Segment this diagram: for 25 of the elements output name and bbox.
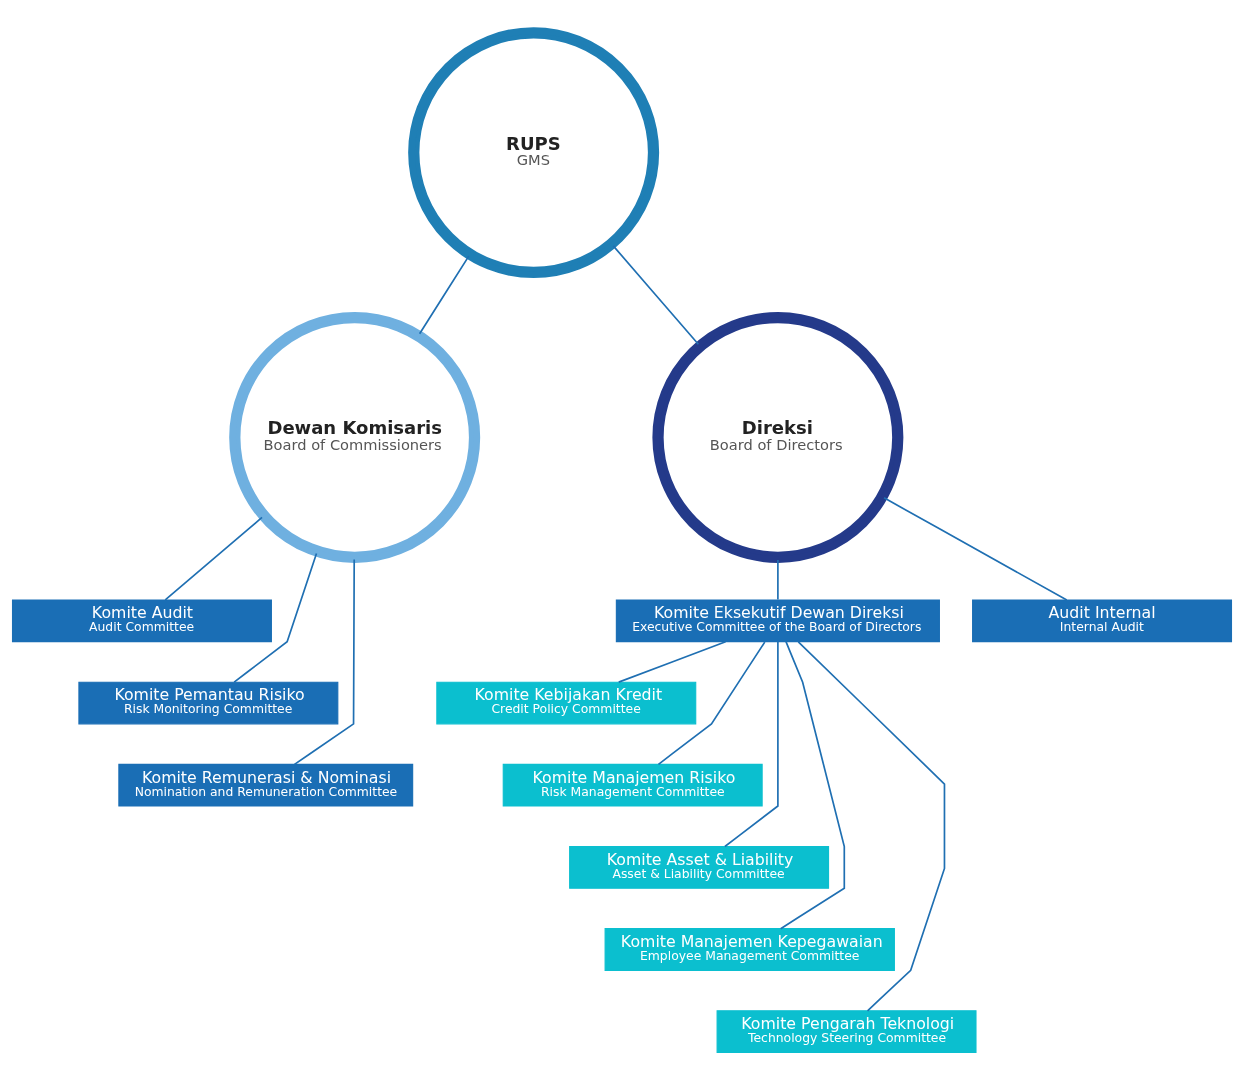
- connector: [657, 641, 766, 766]
- connector: [612, 245, 700, 346]
- connector: [418, 255, 470, 335]
- node-circle: Direksi Board of Directors: [652, 311, 904, 563]
- node-box: Komite Eksekutif Dewan Direksi Executive Committee of the Board of Directors: [615, 599, 940, 643]
- connector: [883, 497, 1068, 601]
- node-box: Komite Manajemen Risiko Risk Management Committee: [502, 763, 763, 807]
- node-box: Komite Remunerasi & Nominasi Nomination and Remuneration Committee: [118, 763, 414, 807]
- connector: [164, 516, 263, 601]
- node-circle: RUPS GMS: [408, 27, 660, 279]
- node-box: Audit Internal Internal Audit: [972, 599, 1233, 643]
- connector: [724, 641, 779, 848]
- node-circle: Dewan Komisaris Board of Commissioners: [229, 311, 481, 563]
- connector: [777, 559, 779, 601]
- connector: [779, 640, 846, 930]
- node-box: Komite Audit Audit Committee: [11, 599, 272, 643]
- node-box: Komite Pemantau Risiko Risk Monitoring Committee: [78, 681, 339, 725]
- node-box: Komite Pengarah Teknologi Technology Steering Committee: [716, 1010, 977, 1054]
- connector: [797, 641, 946, 1012]
- node-box: Komite Kebijakan Kredit Credit Policy Committee: [436, 681, 697, 725]
- connector: [293, 558, 356, 766]
- node-box: Komite Asset & Liability Asset & Liability Committee: [569, 845, 830, 889]
- node-box: Komite Manajemen Kepegawaian Employee Management Committee: [604, 928, 895, 971]
- connector: [617, 640, 727, 683]
- connector: [233, 552, 318, 683]
